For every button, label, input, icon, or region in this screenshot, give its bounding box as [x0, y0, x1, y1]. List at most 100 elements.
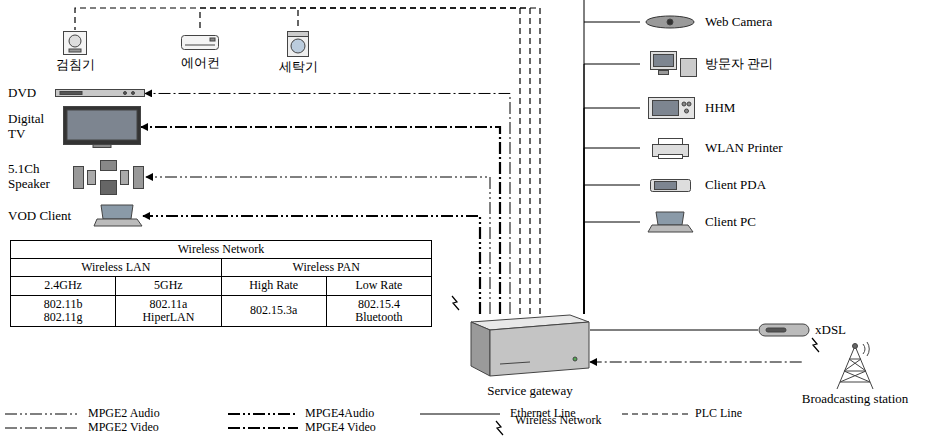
table-cell-text: 5GHz	[154, 278, 183, 292]
legend-text: MPGE4Audio	[305, 406, 374, 421]
table-cell: 5GHz	[116, 277, 221, 295]
gateway-node: Service gateway	[470, 314, 590, 399]
table-cell-text: 802.11b 802.11g	[33, 298, 93, 324]
network-device-node: WLAN Printer	[640, 136, 783, 160]
speaker-icon	[71, 158, 146, 196]
modem-node: xDSL	[758, 322, 846, 338]
table-row: 802.11b 802.11g 802.11a HiperLAN 802.15.3a…	[11, 295, 432, 326]
device-label: WLAN Printer	[705, 141, 783, 156]
legend-sample	[5, 414, 80, 415]
connector	[75, 8, 540, 314]
table-cell-text: Wireless LAN	[81, 260, 150, 274]
meter-icon	[62, 30, 88, 56]
table-cell: Low Rate	[326, 277, 431, 295]
device-label: Client PC	[705, 215, 756, 230]
table-cell: 802.15.4 Bluetooth	[326, 295, 431, 326]
device-label: Service gateway	[487, 384, 573, 399]
legend-text: MPGE2 Video	[88, 420, 159, 435]
table-cell: 802.11a HiperLAN	[116, 295, 221, 326]
legend-sample	[5, 428, 80, 429]
printer-icon	[640, 136, 700, 160]
aircon-icon	[180, 32, 220, 54]
table-cell: 802.15.3a	[221, 295, 326, 326]
av-device-node: VOD Client	[8, 204, 143, 228]
table-cell-text: 802.15.3a	[250, 304, 297, 317]
pc-icon	[640, 210, 700, 234]
connector	[584, 148, 640, 314]
station-node: Broadcasting station	[802, 342, 909, 407]
tv-icon	[63, 106, 141, 148]
device-label: VOD Client	[8, 209, 88, 224]
legend-text: MPGE4 Video	[305, 420, 376, 435]
table-cell-text: Wireless Network	[178, 242, 265, 256]
network-device-node: HHM	[640, 96, 735, 120]
pda-icon	[640, 176, 700, 194]
gw-icon	[470, 314, 590, 382]
xdsl-icon	[758, 322, 810, 338]
table-cell: 2.4GHz	[11, 277, 116, 295]
table-cell-text: Wireless PAN	[293, 260, 360, 274]
device-label: 5.1Ch Speaker	[8, 162, 66, 192]
table-cell-text: 802.15.4 Bluetooth	[349, 298, 409, 324]
connector	[584, 185, 640, 314]
table-cell: High Rate	[221, 277, 326, 295]
table-row: Wireless Network	[11, 241, 432, 259]
ethernet-trunk	[584, 0, 585, 22]
network-device-node: Client PDA	[640, 176, 766, 194]
legend-sample	[228, 414, 298, 415]
washer-icon	[285, 30, 311, 58]
cam-icon	[640, 14, 700, 30]
table-cell-text: High Rate	[249, 278, 298, 292]
dvd-icon	[55, 87, 145, 99]
visitor-icon	[640, 50, 700, 78]
table-cell: Wireless LAN	[11, 259, 222, 277]
table-cell-text: Low Rate	[355, 278, 402, 292]
legend-sample	[496, 421, 503, 435]
connector	[584, 222, 640, 314]
connector	[584, 22, 640, 314]
device-label: 검침기	[56, 58, 95, 73]
wireless-symbol	[452, 296, 459, 310]
av-device-node: 5.1Ch Speaker	[8, 158, 146, 196]
device-label: 에어컨	[181, 56, 220, 71]
appliance-node: 세탁기	[279, 30, 318, 75]
connector	[584, 64, 640, 314]
hhm-icon	[640, 96, 700, 120]
wireless-table: Wireless NetworkWireless LAN Wireless PAN…	[10, 240, 432, 327]
table-row: 2.4GHz 5GHz High Rate Low Rate	[11, 277, 432, 295]
appliance-node: 검침기	[56, 30, 95, 73]
table-cell: Wireless PAN	[221, 259, 432, 277]
connector	[584, 108, 640, 314]
legend-text: PLC Line	[695, 406, 742, 421]
table-cell-text: 2.4GHz	[44, 278, 82, 292]
av-device-node: DVD	[8, 86, 145, 101]
table-cell: 802.11b 802.11g	[11, 295, 116, 326]
network-device-node: Web Camera	[640, 14, 772, 30]
device-label: Client PDA	[705, 178, 766, 193]
device-label: 세탁기	[279, 60, 318, 75]
table-cell: Wireless Network	[11, 241, 432, 259]
device-label: Digital TV	[8, 112, 58, 142]
legend-text: MPGE2 Audio	[88, 406, 160, 421]
device-label: xDSL	[815, 323, 846, 338]
tower-icon	[827, 342, 883, 390]
connector	[590, 330, 758, 331]
network-device-node: 방문자 관리	[640, 50, 773, 78]
appliance-node: 에어컨	[180, 32, 220, 71]
wireless-symbol	[812, 338, 819, 352]
device-label: 방문자 관리	[705, 57, 773, 72]
table-row: Wireless LAN Wireless PAN	[11, 259, 432, 277]
legend-sample	[420, 414, 500, 415]
laptop-icon	[93, 204, 143, 228]
device-label: HHM	[705, 101, 735, 116]
device-label: DVD	[8, 86, 50, 101]
connector	[590, 362, 802, 363]
av-device-node: Digital TV	[8, 106, 141, 148]
legend-text: Wireless Network	[515, 413, 602, 428]
network-device-node: Client PC	[640, 210, 756, 234]
device-label: Web Camera	[705, 15, 772, 30]
legend-sample	[622, 414, 688, 415]
table-cell-text: 802.11a HiperLAN	[138, 298, 198, 324]
